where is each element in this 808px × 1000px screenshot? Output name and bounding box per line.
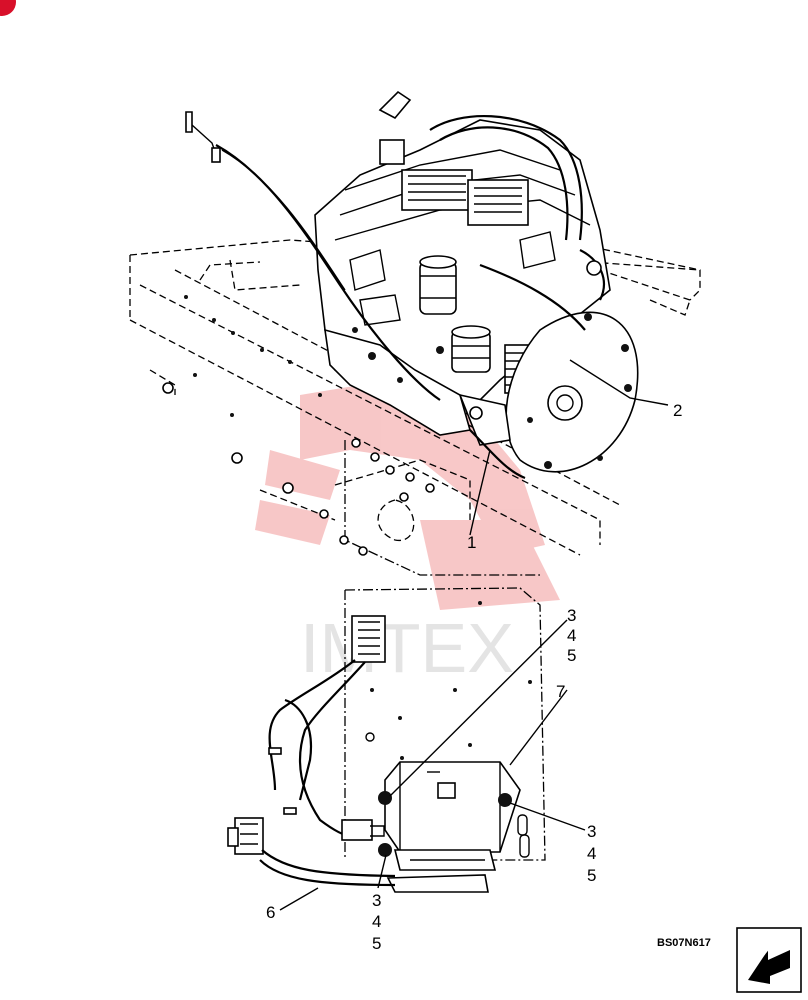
control-module <box>378 761 521 893</box>
harness-cable-upper <box>185 111 526 480</box>
callout-5-upper: 5 <box>567 646 576 665</box>
callout-4-lower: 4 <box>372 912 381 931</box>
callout-2: 2 <box>673 401 682 420</box>
callouts: 2 1 3 4 5 7 3 4 5 3 4 5 6 <box>266 401 682 953</box>
wire-harness <box>227 615 396 887</box>
callout-3-lower: 3 <box>372 891 381 910</box>
callout-1: 1 <box>467 533 476 552</box>
callout-4-right: 4 <box>587 844 596 863</box>
callout-5-right: 5 <box>587 866 596 885</box>
callout-3-right: 3 <box>587 822 596 841</box>
leader-lines <box>279 359 669 911</box>
callout-7: 7 <box>556 682 565 701</box>
callout-6: 6 <box>266 903 275 922</box>
callout-4-upper: 4 <box>567 626 576 645</box>
callout-3-upper: 3 <box>567 606 576 625</box>
mounting-plate <box>344 587 546 861</box>
frame-bolts <box>162 295 435 556</box>
callout-5-lower: 5 <box>372 934 381 953</box>
next-page-arrow-icon[interactable] <box>736 927 802 993</box>
engine-assembly <box>314 90 639 473</box>
drawing-code: BS07N617 <box>657 937 711 949</box>
corner-mark-icon <box>0 0 16 16</box>
